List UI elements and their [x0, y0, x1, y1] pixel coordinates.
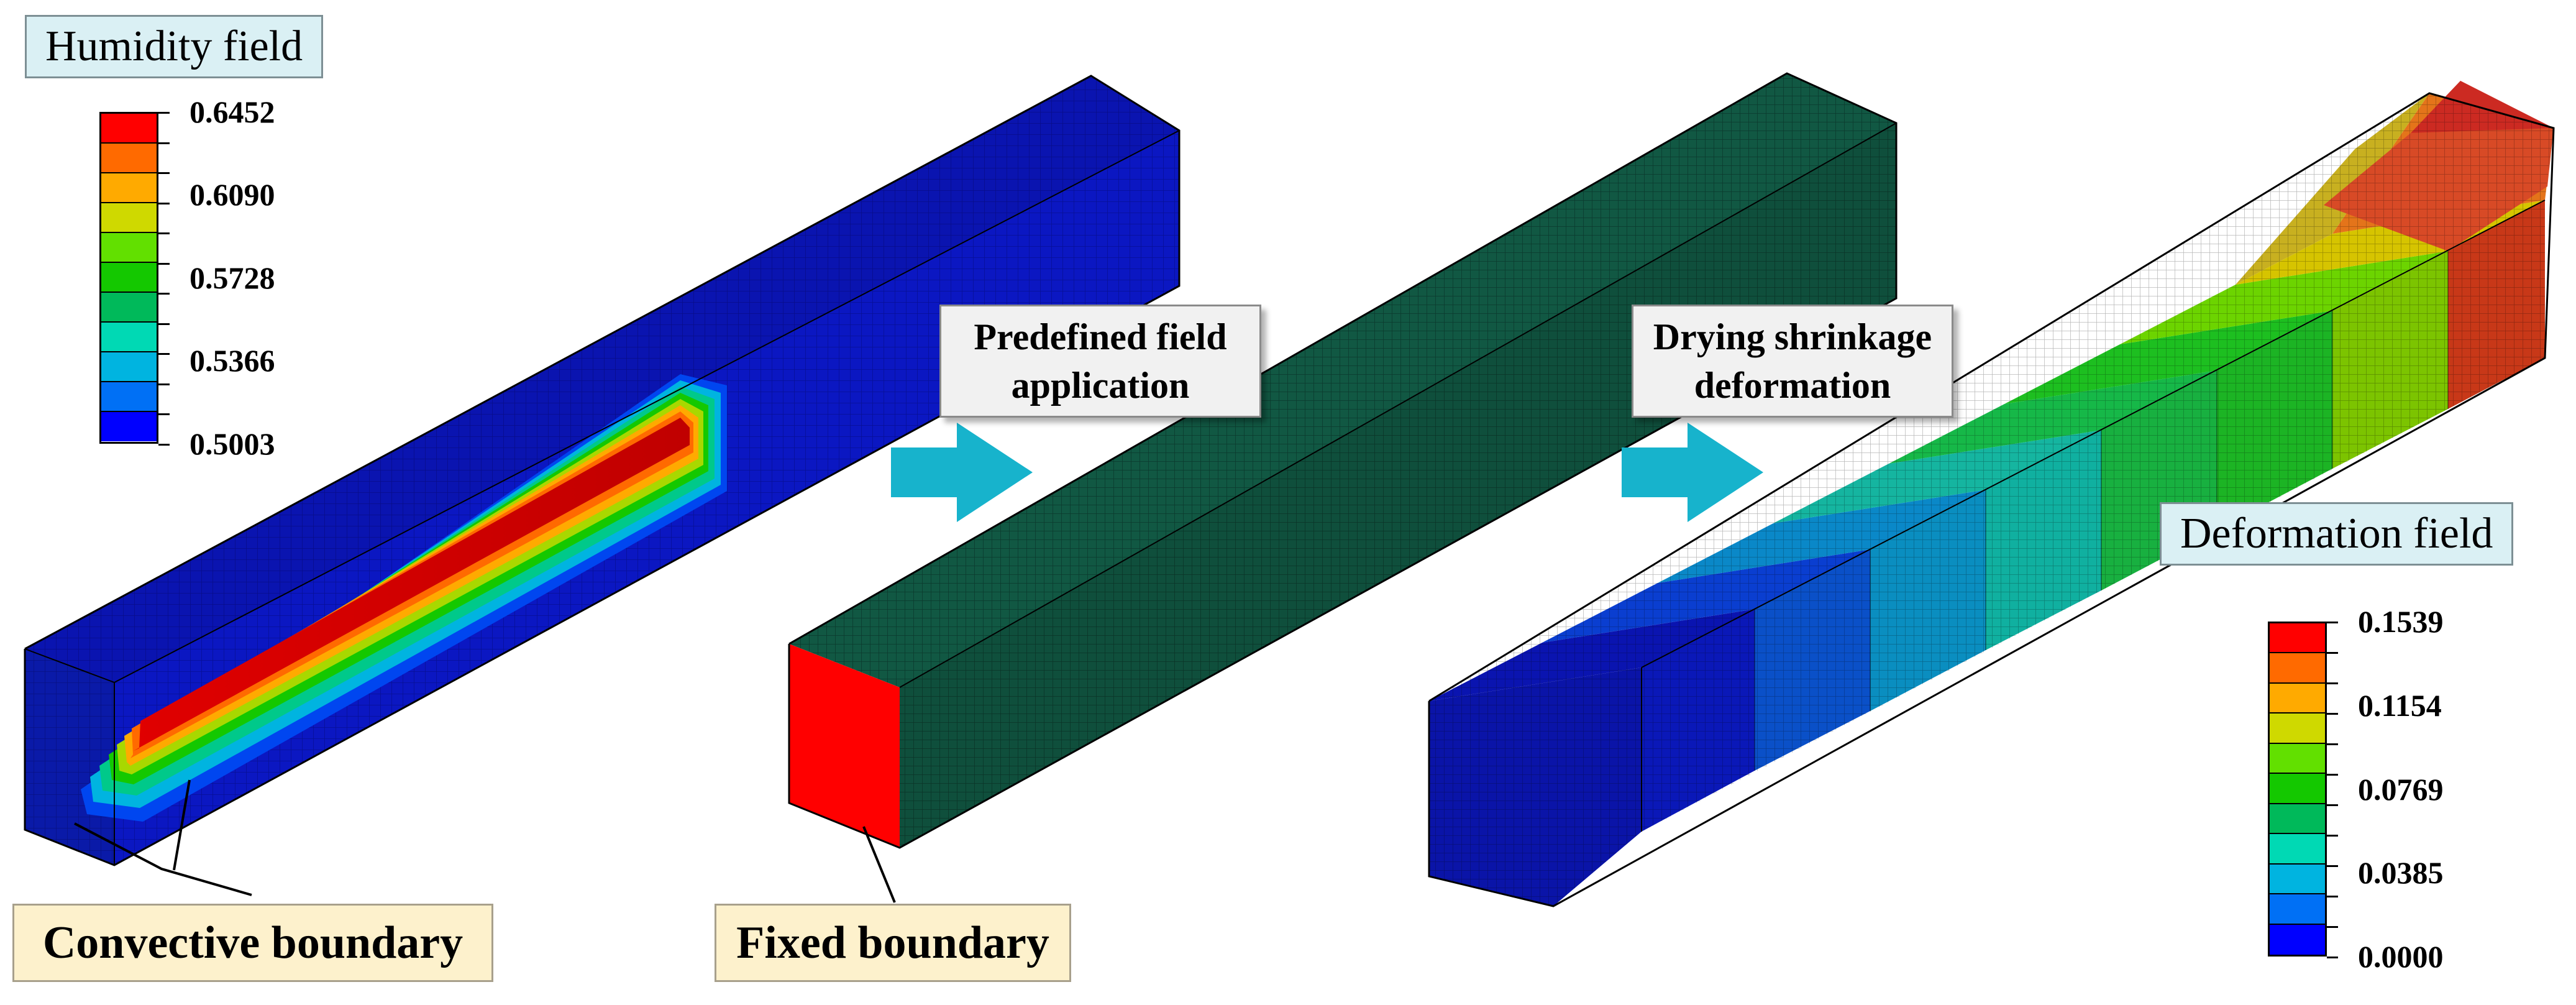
deformation-colorbar-segment — [2270, 683, 2325, 714]
humidity-tick — [158, 353, 170, 355]
humidity-colorbar-segment — [101, 411, 157, 442]
deformation-tick — [2327, 774, 2338, 776]
deformation-tick — [2327, 926, 2338, 928]
deformation-legend-value: 0.1154 — [2358, 687, 2442, 723]
deformation-tick — [2327, 682, 2338, 684]
humidity-tick — [158, 232, 170, 234]
deformation-tick — [2327, 713, 2338, 715]
fixed-boundary-face — [789, 644, 900, 848]
deformation-legend-value: 0.0000 — [2358, 939, 2444, 974]
humidity-legend-value: 0.5366 — [190, 343, 275, 379]
humidity-tick — [158, 172, 170, 174]
deformation-tick — [2327, 835, 2338, 837]
step-drying-shrinkage-line1: Drying shrinkage — [1653, 316, 1932, 357]
humidity-contour-core — [81, 374, 727, 822]
deformation-field-title: Deformation field — [2160, 502, 2514, 566]
deformation-colorbar-segment — [2270, 653, 2325, 684]
humidity-legend-value: 0.5728 — [190, 260, 275, 295]
step-predefined-field: Predefined field application — [939, 305, 1261, 418]
deformation-colorbar-segment — [2270, 623, 2325, 654]
humidity-tick — [158, 112, 170, 114]
humidity-tick — [158, 413, 170, 415]
convective-boundary-label: Convective boundary — [12, 904, 493, 982]
humidity-colorbar-segment — [101, 352, 157, 382]
humidity-colorbar-segment — [101, 232, 157, 263]
fixed-boundary-label: Fixed boundary — [715, 904, 1071, 982]
humidity-colorbar — [99, 112, 158, 444]
deformation-tick — [2327, 652, 2338, 654]
deformation-legend-value: 0.0769 — [2358, 771, 2444, 807]
humidity-legend-value: 0.5003 — [190, 426, 275, 461]
deformation-colorbar — [2268, 622, 2327, 957]
deformation-colorbar-segment — [2270, 834, 2325, 865]
humidity-tick — [158, 262, 170, 265]
deformation-colorbar-segment — [2270, 774, 2325, 804]
step-predefined-field-line1: Predefined field — [974, 316, 1227, 357]
deformation-tick — [2327, 865, 2338, 867]
humidity-prism — [24, 75, 1181, 866]
humidity-tick — [158, 443, 170, 446]
humidity-colorbar-segment — [101, 143, 157, 173]
humidity-tick — [158, 383, 170, 385]
deformation-colorbar-segment — [2270, 743, 2325, 774]
humidity-field-title: Humidity field — [25, 15, 324, 78]
deformation-tick — [2327, 896, 2338, 897]
humidity-colorbar-segment — [101, 173, 157, 203]
deformation-colorbar-segment — [2270, 924, 2325, 955]
humidity-colorbar-segment — [101, 114, 157, 144]
deformation-colorbar-segment — [2270, 714, 2325, 744]
arrow-1 — [891, 423, 1033, 522]
humidity-tick — [158, 293, 170, 295]
step-drying-shrinkage: Drying shrinkage deformation — [1632, 305, 1953, 418]
deformation-prism — [1428, 81, 2555, 907]
deformation-legend-value: 0.0385 — [2358, 855, 2444, 891]
deformation-tick — [2327, 804, 2338, 806]
deformation-tick — [2327, 743, 2338, 745]
humidity-legend-value: 0.6090 — [190, 177, 275, 213]
deformation-colorbar-segment — [2270, 804, 2325, 835]
humidity-tick — [158, 202, 170, 204]
mesh-prism — [788, 72, 1898, 849]
humidity-colorbar-segment — [101, 322, 157, 352]
fixed-leader-line — [862, 826, 896, 903]
deformation-legend-value: 0.1539 — [2358, 604, 2444, 639]
humidity-tick — [158, 323, 170, 325]
humidity-colorbar-segment — [101, 292, 157, 323]
deformation-colorbar-segment — [2270, 864, 2325, 895]
deformation-colorbar-segment — [2270, 894, 2325, 925]
convective-leader-lines — [74, 779, 252, 896]
deformation-tick — [2327, 957, 2338, 958]
humidity-colorbar-segment — [101, 382, 157, 412]
deformation-tick — [2327, 622, 2338, 623]
humidity-legend-value: 0.6452 — [190, 94, 275, 129]
step-predefined-field-line2: application — [1011, 365, 1190, 406]
step-drying-shrinkage-line2: deformation — [1694, 365, 1891, 406]
humidity-colorbar-segment — [101, 262, 157, 293]
humidity-colorbar-segment — [101, 203, 157, 233]
humidity-tick — [158, 142, 170, 144]
arrow-2 — [1622, 423, 1763, 522]
